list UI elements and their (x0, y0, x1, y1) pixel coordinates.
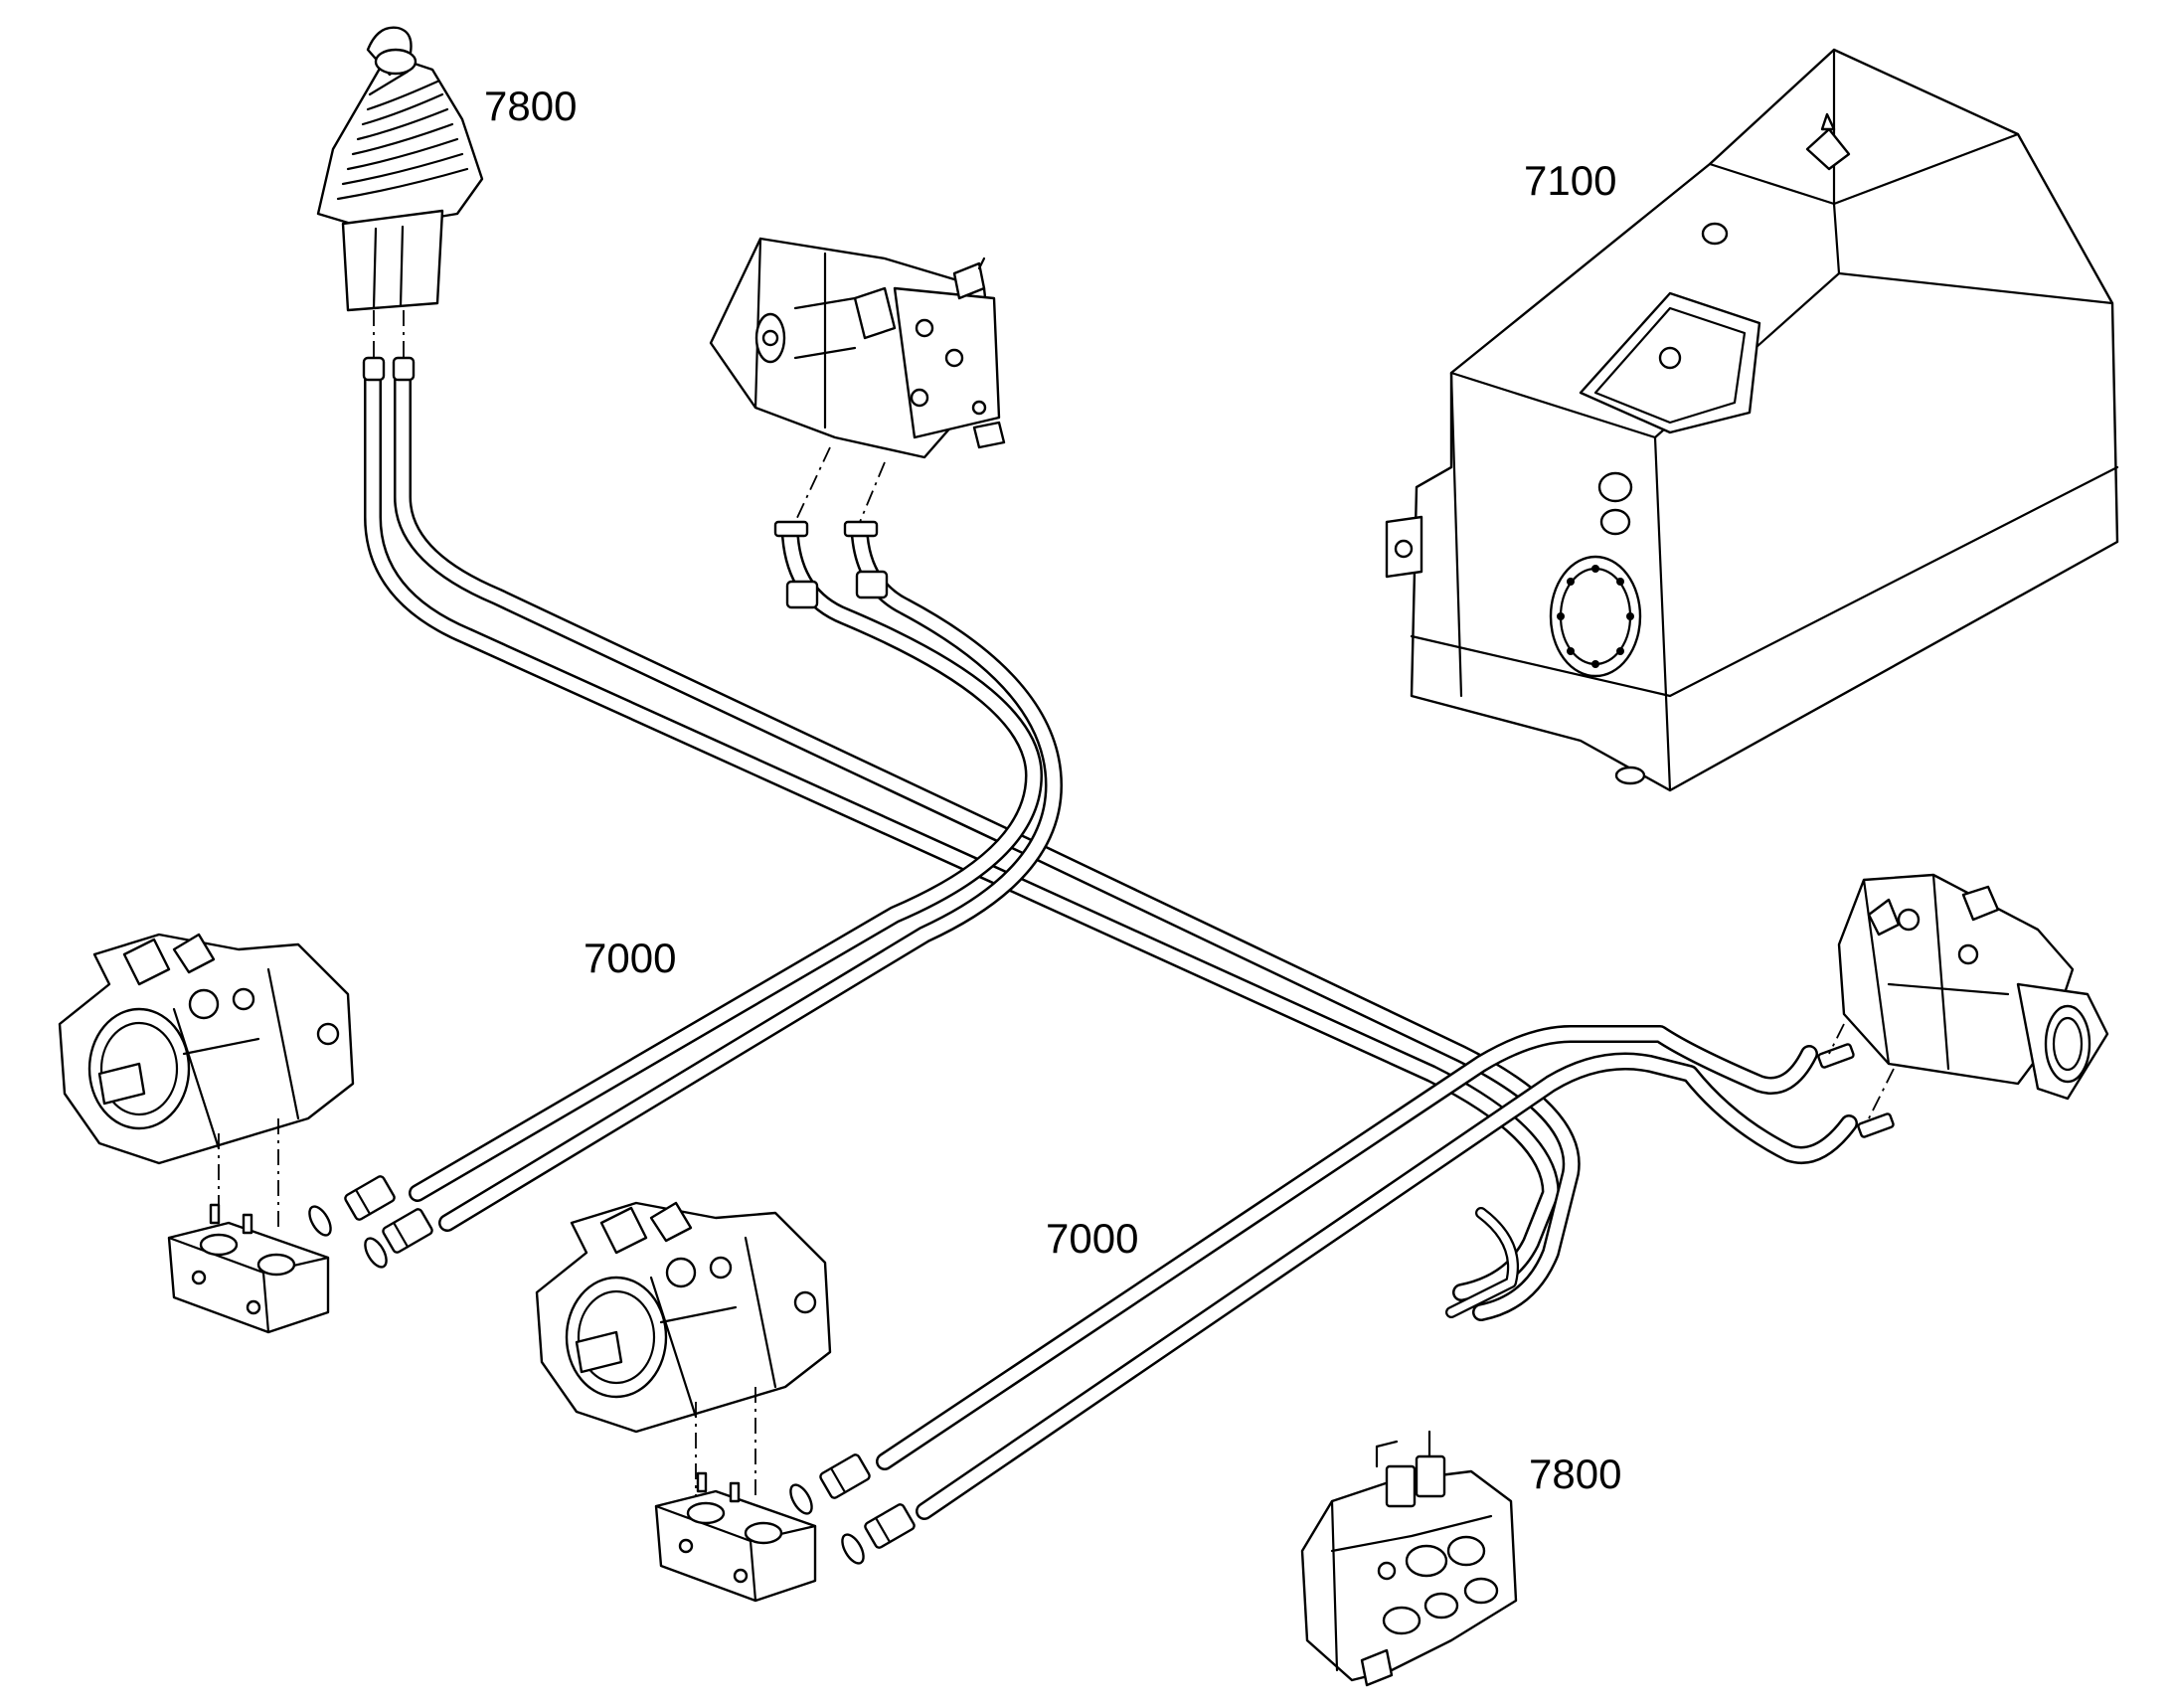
label-hydraulic-tank: 7100 (1524, 157, 1616, 204)
pilot-control-valve (220, 26, 484, 358)
center-hydraulic-pump (535, 1201, 832, 1501)
right-hydraulic-motor (1828, 873, 2109, 1119)
hydraulic-tank (1385, 48, 2119, 792)
label-hose-group-center: 7000 (1046, 1215, 1138, 1262)
label-control-valve-block: 7800 (1529, 1451, 1621, 1497)
hose-fittings (308, 356, 1895, 1565)
left-hydraulic-pump (58, 933, 355, 1233)
label-hose-group-left: 7000 (584, 935, 676, 981)
part-number-labels: 7800 7100 7000 7000 7800 (484, 83, 1621, 1497)
control-valve-block (1300, 1430, 1518, 1687)
center-manifold-block (654, 1471, 817, 1603)
label-pilot-control-valve: 7800 (484, 83, 577, 129)
left-manifold-block (167, 1203, 330, 1334)
top-hydraulic-pump (709, 237, 1006, 523)
